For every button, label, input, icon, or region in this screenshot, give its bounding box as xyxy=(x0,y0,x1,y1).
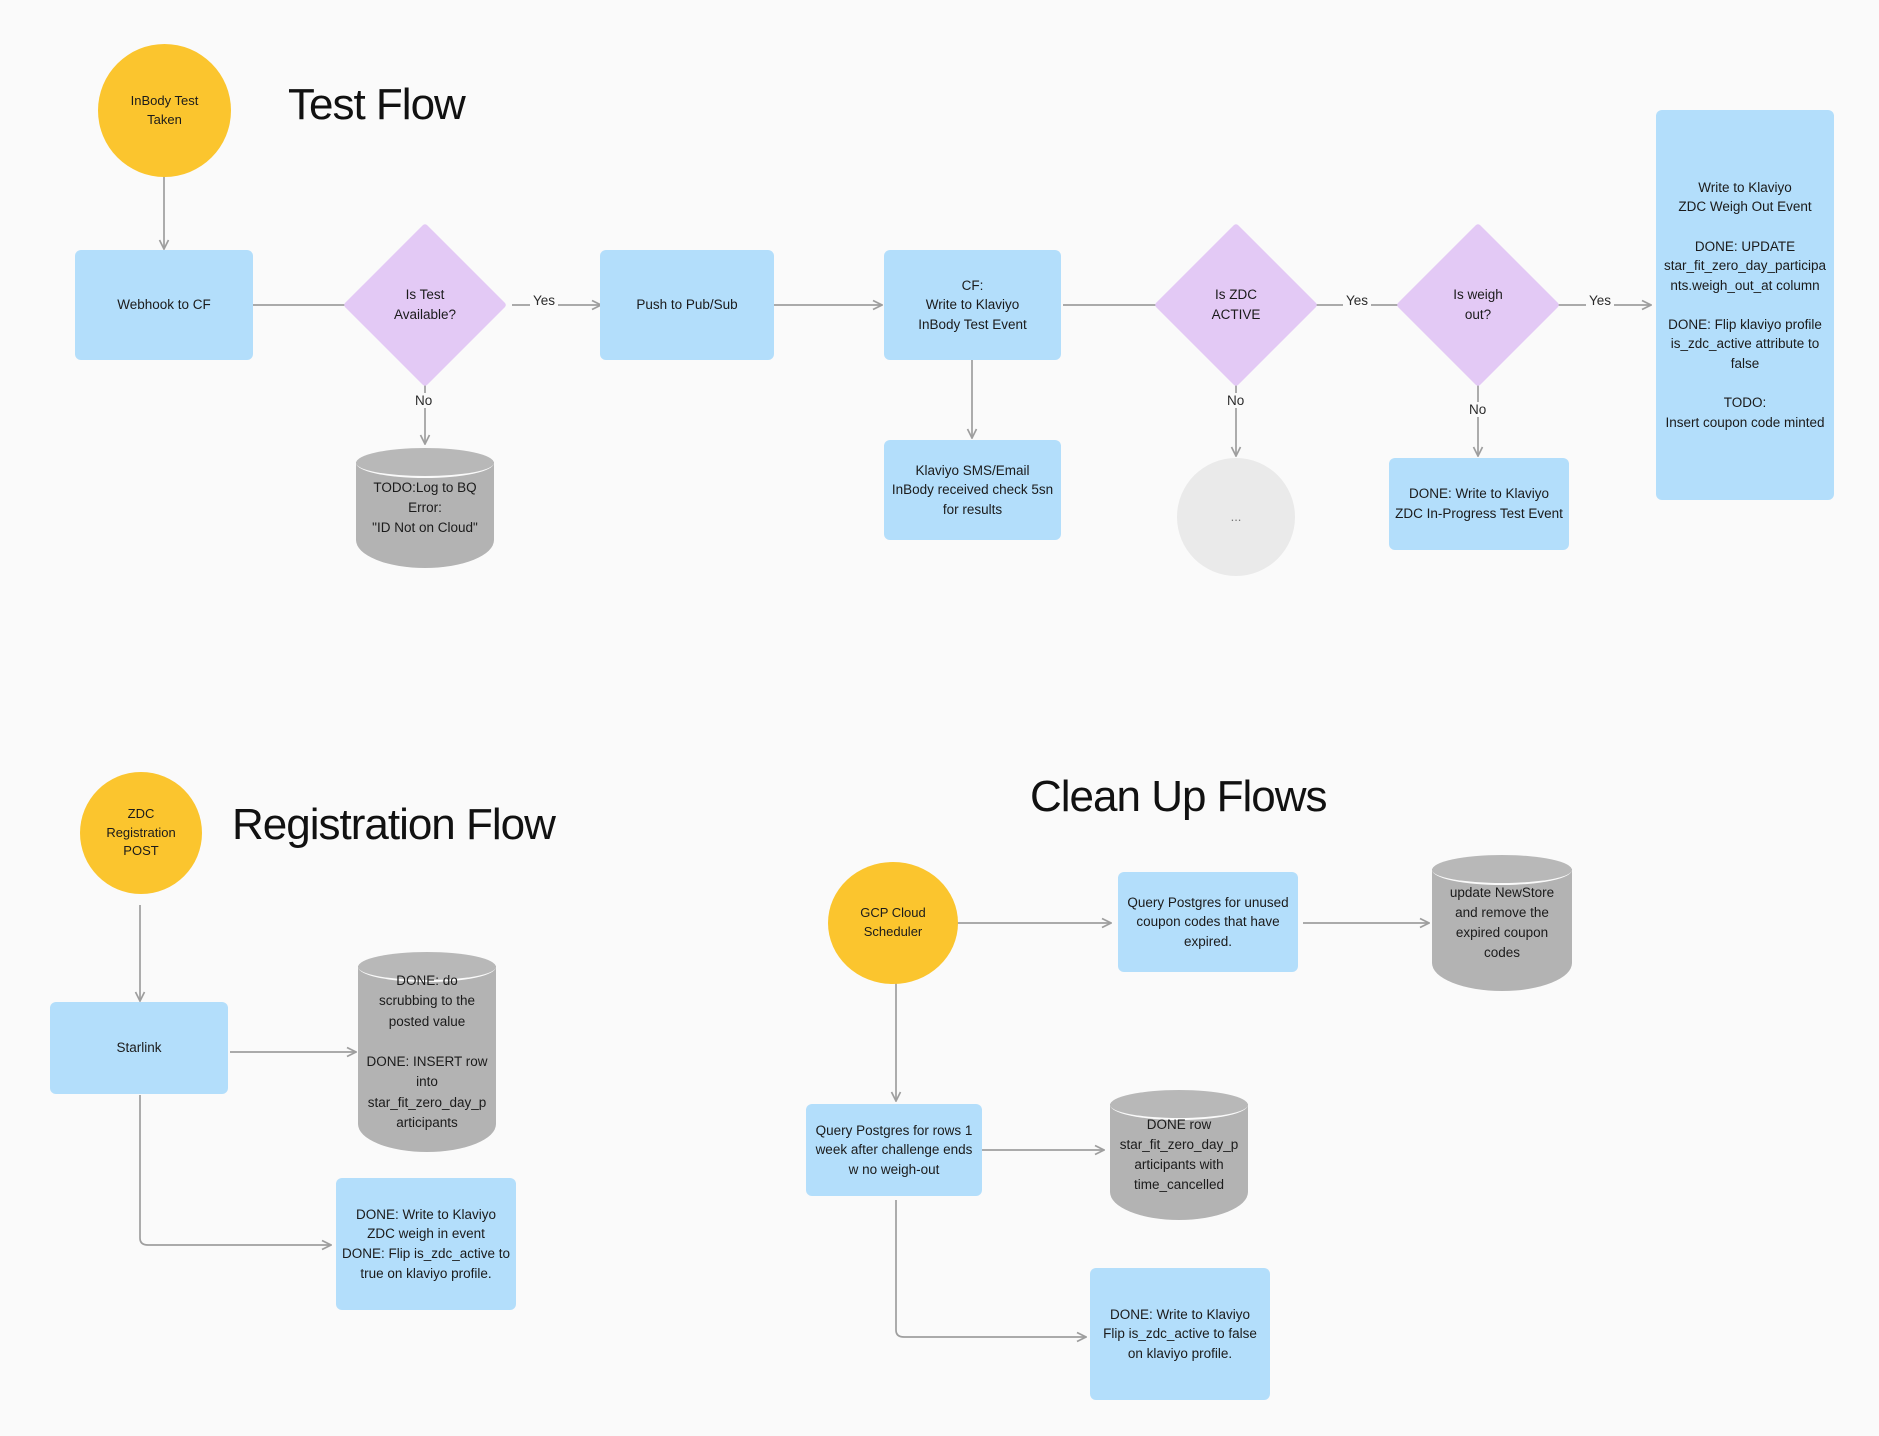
node-label: ... xyxy=(1230,508,1242,524)
node-inbody-test-taken[interactable]: InBody Test Taken xyxy=(98,44,231,177)
node-label: Write to Klaviyo ZDC Weigh Out Event DON… xyxy=(1663,179,1827,430)
title-registration-flow: Registration Flow xyxy=(232,800,556,849)
cylinder-body xyxy=(1110,1104,1248,1220)
node-label: Starlink xyxy=(116,1040,162,1056)
edge-query-rows-to-flip-false xyxy=(895,1200,1085,1337)
cylinder-top xyxy=(358,952,496,982)
node-label: InBody Test Taken xyxy=(130,92,199,127)
node-klaviyo-sms-email[interactable]: Klaviyo SMS/Email InBody received check … xyxy=(884,440,1061,540)
node-done-row-time-cancelled[interactable]: DONE row star_fit_zero_day_p articipants… xyxy=(1110,1090,1248,1220)
node-cf-write-klaviyo-inbody[interactable]: CF: Write to Klaviyo InBody Test Event xyxy=(884,250,1061,360)
edge-label-yes-1: Yes xyxy=(530,293,559,308)
node-zdc-weigh-in-event[interactable]: DONE: Write to Klaviyo ZDC weigh in even… xyxy=(336,1178,516,1310)
node-label: ZDC Registration POST xyxy=(106,805,176,859)
edge-label-yes-2: Yes xyxy=(1343,293,1372,308)
node-zdc-registration-post[interactable]: ZDC Registration POST xyxy=(80,772,202,894)
node-label: TODO:Log to BQ Error: "ID Not on Cloud" xyxy=(372,479,478,536)
node-label: Is weigh out? xyxy=(1453,287,1503,322)
cylinder-body xyxy=(358,966,496,1152)
node-flip-is-zdc-active-false[interactable]: DONE: Write to Klaviyo Flip is_zdc_activ… xyxy=(1090,1268,1270,1400)
node-gcp-cloud-scheduler[interactable]: GCP Cloud Scheduler xyxy=(828,862,958,984)
cylinder-body xyxy=(1432,869,1572,991)
node-zdc-in-progress-event[interactable]: DONE: Write to Klaviyo ZDC In-Progress T… xyxy=(1389,458,1569,550)
node-label: DONE: Write to Klaviyo Flip is_zdc_activ… xyxy=(1103,1306,1257,1361)
node-label: Webhook to CF xyxy=(117,297,211,313)
title-test-flow: Test Flow xyxy=(288,80,466,129)
node-query-rows-no-weigh-out[interactable]: Query Postgres for rows 1 week after cha… xyxy=(806,1104,982,1196)
cylinder-top xyxy=(356,448,494,478)
title-clean-up-flows: Clean Up Flows xyxy=(1030,772,1328,821)
node-webhook-to-cf[interactable]: Webhook to CF xyxy=(75,250,253,360)
node-label: DONE: Write to Klaviyo ZDC In-Progress T… xyxy=(1395,486,1563,521)
edge-label-yes-3: Yes xyxy=(1586,293,1615,308)
edge-starlink-to-weighin xyxy=(139,1095,330,1245)
node-is-test-available[interactable]: Is Test Available? xyxy=(342,222,508,388)
cylinder-top xyxy=(1432,855,1572,885)
edge-label-no-1: No xyxy=(412,393,436,408)
node-label: DONE: do scrubbing to the posted value D… xyxy=(366,973,488,1130)
node-label: DONE: Write to Klaviyo ZDC weigh in even… xyxy=(341,1206,511,1281)
node-query-unused-coupons[interactable]: Query Postgres for unused coupon codes t… xyxy=(1118,872,1298,972)
node-label: Push to Pub/Sub xyxy=(636,297,738,313)
node-is-zdc-active[interactable]: Is ZDC ACTIVE xyxy=(1153,222,1319,388)
node-label: DONE row star_fit_zero_day_p articipants… xyxy=(1119,1116,1239,1193)
node-todo-log-to-bq[interactable]: TODO:Log to BQ Error: "ID Not on Cloud" xyxy=(356,448,494,568)
node-ellipsis-placeholder[interactable]: ... xyxy=(1177,458,1295,576)
cylinder-body xyxy=(356,462,494,568)
node-label: GCP Cloud Scheduler xyxy=(860,905,926,939)
cylinder-top xyxy=(1110,1090,1248,1120)
node-label: Query Postgres for rows 1 week after cha… xyxy=(815,1122,973,1177)
node-label: CF: Write to Klaviyo InBody Test Event xyxy=(918,277,1027,332)
node-push-to-pubsub[interactable]: Push to Pub/Sub xyxy=(600,250,774,360)
node-label: Is Test Available? xyxy=(393,287,457,322)
node-zdc-weigh-out-event[interactable]: Write to Klaviyo ZDC Weigh Out Event DON… xyxy=(1656,110,1834,500)
edge-label-no-3: No xyxy=(1466,402,1490,417)
node-update-newstore-datastore[interactable]: update NewStore and remove the expired c… xyxy=(1432,855,1572,991)
node-label: Is ZDC ACTIVE xyxy=(1211,287,1261,322)
node-scrub-and-insert-datastore[interactable]: DONE: do scrubbing to the posted value D… xyxy=(358,952,496,1152)
node-label: Klaviyo SMS/Email InBody received check … xyxy=(891,462,1054,517)
node-starlink[interactable]: Starlink xyxy=(50,1002,228,1094)
node-is-weigh-out[interactable]: Is weigh out? xyxy=(1395,222,1561,388)
edge-label-no-2: No xyxy=(1224,393,1248,408)
node-label: Query Postgres for unused coupon codes t… xyxy=(1127,894,1289,949)
node-label: update NewStore and remove the expired c… xyxy=(1449,884,1555,961)
